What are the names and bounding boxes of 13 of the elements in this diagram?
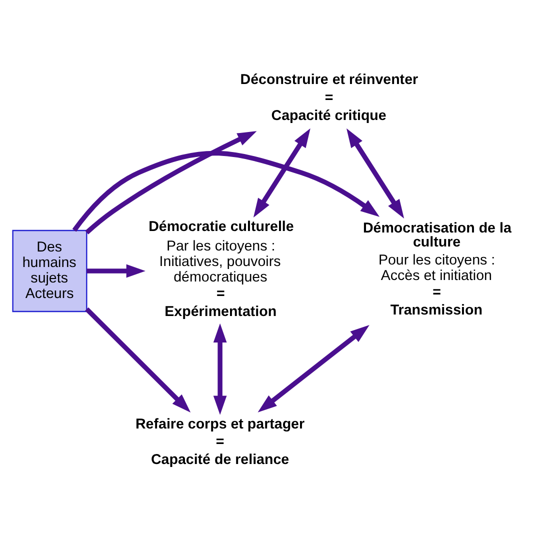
arrow	[346, 128, 404, 219]
arrow	[85, 307, 191, 413]
arrow	[85, 131, 257, 234]
node-box: Des humains sujets Acteurs	[12, 230, 88, 312]
arrow	[86, 264, 146, 278]
arrow	[72, 150, 380, 232]
arrow	[213, 323, 227, 415]
node-text: Démocratisation de la culture Pour les citoyens : Accès et initiation = Transmission	[362, 220, 512, 319]
arrow	[253, 128, 310, 218]
node-text: Refaire corps et partager = Capacité de reliance	[135, 416, 305, 468]
node-text: Démocratie culturelle Par les citoyens : Initiatives, pouvoirs démocratiques = Expérimentation	[148, 219, 294, 320]
node-text: Déconstruire et réinventer = Capacité critique	[240, 72, 418, 124]
arrow	[258, 324, 370, 412]
